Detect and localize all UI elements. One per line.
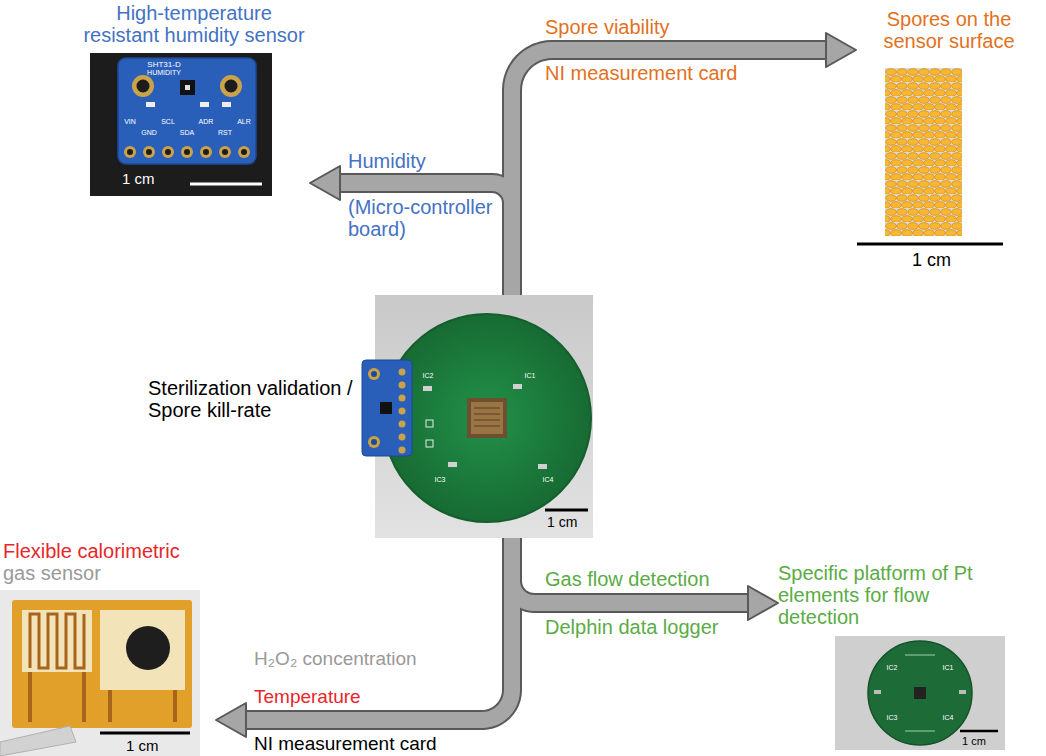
caption-block: Spores on the sensor surface bbox=[856, 8, 1042, 52]
arrow-head bbox=[216, 703, 246, 737]
interface-note: NI measurement card bbox=[254, 733, 437, 754]
block-arrow-fill bbox=[512, 50, 828, 295]
silkscreen-text: IC1 bbox=[918, 664, 978, 672]
silkscreen-text: IC1 bbox=[500, 372, 560, 380]
silkscreen-text: SHT31-D bbox=[134, 60, 194, 69]
arrow-head bbox=[310, 166, 340, 200]
caption-text: High-temperature resistant humidity sens… bbox=[78, 2, 310, 46]
caption-block: High-temperature resistant humidity sens… bbox=[78, 2, 310, 46]
block-arrow bbox=[338, 183, 512, 295]
arrow-head bbox=[748, 586, 778, 620]
sensor-panel: High-temperature resistant humidity sens… bbox=[78, 2, 310, 196]
board-panel: Sterilization validation / Spore kill-ra… bbox=[140, 295, 600, 538]
scale-label: 1 cm bbox=[962, 735, 986, 747]
edge-label: Gas flow detection bbox=[545, 568, 710, 590]
silkscreen-text: HUMIDITY bbox=[134, 69, 194, 77]
spore-panel: Spores on the sensor surface bbox=[856, 6, 1042, 238]
caption-block: Specific platform of Pt elements for flo… bbox=[778, 562, 1006, 628]
scale-label: 1 cm bbox=[126, 737, 159, 754]
edge-label: Spore viability bbox=[545, 16, 670, 38]
scale-label: 1 cm bbox=[122, 170, 155, 187]
pin-name: ADR bbox=[176, 118, 236, 126]
silkscreen-text: IC2 bbox=[398, 372, 458, 380]
scale-label: 1 cm bbox=[912, 250, 951, 270]
silkscreen-text: IC2 bbox=[862, 664, 922, 672]
block-arrow bbox=[512, 50, 828, 295]
block-arrow-fill bbox=[244, 538, 512, 720]
pin-name: SDA bbox=[157, 129, 217, 137]
scale-label: 1 cm bbox=[547, 514, 577, 530]
pin-name: RST bbox=[195, 129, 255, 137]
pt-platform-photo bbox=[835, 636, 1005, 750]
interface-note: NI measurement card bbox=[545, 62, 737, 84]
caption-text: gas sensor bbox=[3, 562, 216, 584]
platform-panel: Specific platform of Pt elements for flo… bbox=[778, 560, 1006, 752]
interface-note: Delphin data logger bbox=[545, 616, 718, 638]
silkscreen-text: IC3 bbox=[862, 714, 922, 722]
interface-note: (Micro-controller board) bbox=[348, 196, 500, 240]
silkscreen-text: IC3 bbox=[410, 476, 470, 484]
edge-label: Humidity bbox=[348, 150, 426, 172]
silkscreen-text: IC4 bbox=[918, 714, 978, 722]
arrow-head bbox=[826, 33, 856, 67]
pin-name: ALR bbox=[214, 118, 274, 126]
caption-block: Flexible calorimetricgas sensor bbox=[3, 540, 216, 584]
edge-label: Temperature bbox=[254, 686, 361, 707]
flexible-sensor-photo bbox=[0, 590, 200, 756]
block-arrow-fill bbox=[338, 183, 512, 295]
caption-block: Sterilization validation / Spore kill-ra… bbox=[148, 377, 360, 421]
block-arrow bbox=[244, 538, 512, 720]
pin-name: GND bbox=[119, 129, 179, 137]
block-arrow bbox=[512, 538, 750, 603]
caption-text: Flexible calorimetric bbox=[3, 540, 216, 562]
pin-name: SCL bbox=[138, 118, 198, 126]
caption-text: Sterilization validation / Spore kill-ra… bbox=[148, 377, 360, 421]
silkscreen-text: IC4 bbox=[518, 476, 578, 484]
caption-text: Spores on the sensor surface bbox=[856, 8, 1042, 52]
spores-illustration bbox=[857, 68, 1003, 244]
central-board-photo bbox=[362, 295, 593, 538]
block-arrow-fill bbox=[512, 538, 750, 603]
signal-name: H₂O₂ concentration bbox=[254, 648, 417, 669]
pin-name: VIN bbox=[100, 118, 160, 126]
gas-sensor-panel: Flexible calorimetricgas sensor bbox=[3, 538, 216, 756]
caption-text: Specific platform of Pt elements for flo… bbox=[778, 562, 1006, 628]
